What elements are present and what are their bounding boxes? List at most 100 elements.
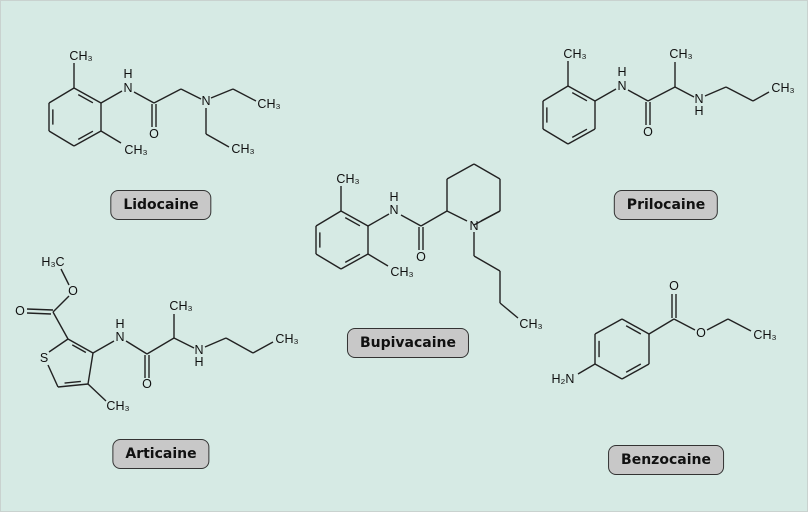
bupivacaine-label: Bupivacaine — [346, 328, 470, 358]
bond — [133, 91, 155, 104]
bond — [173, 337, 195, 349]
bond — [252, 341, 274, 354]
atom-label: H — [194, 355, 203, 369]
bond — [146, 337, 175, 355]
atom-label: H₂N — [552, 372, 575, 386]
bond — [87, 383, 107, 402]
atom-label: CH₃ — [563, 47, 586, 61]
bond — [567, 128, 596, 145]
bond — [473, 255, 501, 272]
bond — [706, 318, 729, 331]
bond — [480, 210, 501, 222]
bond — [52, 311, 69, 340]
atom-label: CH₃ — [257, 97, 280, 111]
bond — [153, 88, 182, 104]
atom-label: N — [194, 343, 203, 357]
bond — [344, 217, 361, 227]
atom-label: N — [389, 203, 398, 217]
atom-label: H — [389, 190, 398, 204]
bond — [400, 214, 422, 227]
articaine-label: Articaine — [112, 439, 210, 469]
atom-label: CH₃ — [390, 265, 413, 279]
lidocaine-atoms: CH₃ N H O N CH₃ CH₃ CH₃ — [69, 49, 280, 157]
bond — [446, 210, 468, 222]
bond — [571, 92, 588, 102]
bond — [232, 88, 257, 102]
bond — [577, 363, 596, 375]
atom-label: H — [115, 317, 124, 331]
bond — [594, 363, 623, 380]
atom-label: CH₃ — [669, 47, 692, 61]
benzocaine-atoms: O O CH₃ H₂N — [552, 279, 777, 386]
atom-label: S — [40, 351, 48, 365]
atom-label: O — [68, 284, 78, 298]
atom-label: O — [142, 377, 152, 391]
bond — [621, 318, 650, 335]
atom-label: CH₃ — [275, 332, 298, 346]
bond — [648, 318, 675, 335]
bond — [210, 88, 234, 99]
bond — [567, 85, 596, 102]
bond — [625, 363, 642, 373]
bond — [48, 87, 75, 104]
bond — [473, 163, 501, 180]
bond — [47, 364, 59, 388]
bond — [621, 363, 650, 380]
bond — [52, 295, 70, 313]
bond — [625, 325, 642, 335]
atom-label: CH₃ — [124, 143, 147, 157]
atom-label: N — [469, 219, 478, 233]
bond — [57, 383, 89, 388]
bond — [204, 337, 227, 348]
bond — [647, 86, 676, 102]
atom-label: O — [643, 125, 653, 139]
bond — [673, 318, 696, 331]
atom-label: CH₃ — [753, 328, 776, 342]
lidocaine-label: Lidocaine — [110, 190, 212, 220]
bond — [571, 128, 588, 138]
bond — [92, 340, 115, 354]
bond — [344, 253, 361, 263]
atom-label: CH₃ — [519, 317, 542, 331]
atom-label: N — [694, 92, 703, 106]
atom-label: CH₃ — [336, 172, 359, 186]
bond — [315, 210, 342, 227]
atom-label: CH₃ — [771, 81, 794, 95]
bond — [205, 133, 230, 148]
bond — [752, 91, 770, 102]
prilocaine-atoms: CH₃ N H O CH₃ N H CH₃ — [563, 47, 794, 139]
bond — [340, 210, 369, 227]
bond — [48, 130, 75, 147]
bond — [67, 338, 94, 354]
bond — [64, 380, 81, 384]
bond — [446, 163, 475, 180]
bond — [627, 89, 649, 102]
bond — [100, 90, 123, 104]
atom-label: O — [416, 250, 426, 264]
bond — [727, 318, 752, 332]
atom-label: O — [669, 279, 679, 293]
bond — [71, 344, 87, 354]
prilocaine-label: Prilocaine — [613, 190, 719, 220]
atom-label: H — [617, 65, 626, 79]
bond — [367, 253, 389, 267]
bond — [26, 308, 54, 311]
atom-label: O — [696, 326, 706, 340]
atom-label: N — [115, 330, 124, 344]
bond — [77, 94, 94, 104]
bond — [725, 86, 754, 102]
bond — [367, 213, 390, 227]
bond — [499, 302, 519, 319]
bond — [674, 86, 695, 98]
articaine-atoms: S O O H₃C N H O CH₃ N H CH₃ CH₃ — [15, 255, 298, 413]
bupivacaine-atoms: CH₃ N H O CH₃ N CH₃ — [336, 172, 542, 331]
atom-label: N — [617, 79, 626, 93]
bond — [73, 87, 102, 104]
bond — [594, 88, 617, 102]
atom-label: O — [15, 304, 25, 318]
bond — [542, 128, 569, 145]
bond — [77, 130, 94, 140]
atom-label: CH₃ — [106, 399, 129, 413]
